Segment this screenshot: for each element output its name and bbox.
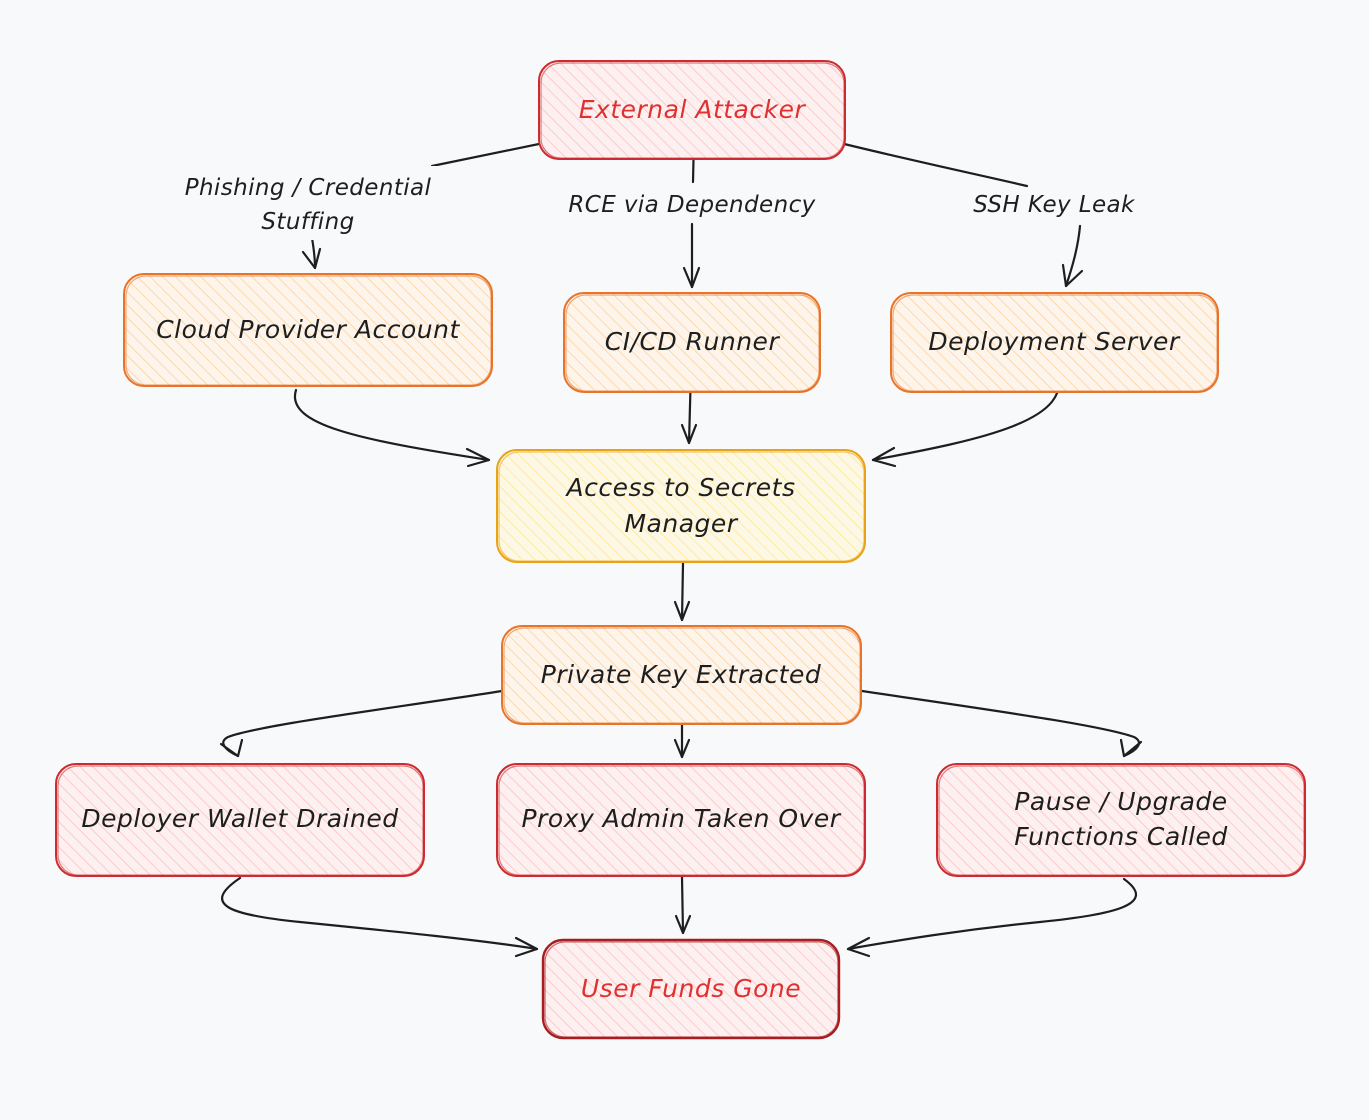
arrowhead-cicd bbox=[682, 266, 701, 289]
node-label-cloud-provider-account: Cloud Provider Account bbox=[156, 315, 460, 344]
edge-key-to-pause bbox=[860, 689, 1141, 758]
node-label-deployment-server: Deployment Server bbox=[928, 327, 1181, 356]
edge-secrets-to-key bbox=[680, 561, 685, 622]
node-label-proxy-admin: Proxy Admin Taken Over bbox=[522, 804, 842, 833]
phishing-label-bg bbox=[160, 166, 456, 240]
edge-label-rce: RCE via Dependency bbox=[568, 192, 815, 218]
edge-label-ssh: SSH Key Leak bbox=[973, 192, 1136, 218]
edge-key-to-wallet bbox=[222, 689, 504, 758]
edge-attacker-to-ssh-label bbox=[826, 138, 1029, 188]
edge-pause-to-funds bbox=[846, 877, 1138, 951]
nodes: External Attacker Cloud Provider Account… bbox=[55, 60, 1306, 1040]
node-label-external-attacker: External Attacker bbox=[579, 95, 807, 124]
arrowhead-proxy bbox=[673, 738, 691, 759]
arrowhead-secrets-right bbox=[871, 446, 897, 468]
arrowhead-wallet bbox=[219, 738, 244, 758]
node-proxy-admin-taken-over[interactable]: Proxy Admin Taken Over bbox=[496, 763, 866, 877]
node-deployment-server[interactable]: Deployment Server bbox=[890, 292, 1219, 393]
edge-label-phishing-line2: Stuffing bbox=[261, 209, 354, 235]
node-label-cicd-runner: CI/CD Runner bbox=[605, 327, 781, 356]
node-label-user-funds: User Funds Gone bbox=[581, 974, 801, 1003]
node-label-pause-line1: Pause / Upgrade bbox=[1014, 787, 1227, 816]
arrowhead-secrets-mid bbox=[680, 423, 698, 445]
node-deployer-wallet-drained[interactable]: Deployer Wallet Drained bbox=[55, 763, 425, 877]
arrowhead-funds-mid bbox=[674, 914, 692, 935]
edge-label-phishing-line1: Phishing / Credential bbox=[185, 175, 432, 201]
node-label-secrets-line2: Manager bbox=[624, 509, 738, 538]
edge-cloud-to-secrets bbox=[293, 388, 491, 462]
arrowhead-key bbox=[673, 600, 691, 622]
arrowhead-funds-right bbox=[846, 936, 871, 958]
arrowhead-secrets-left bbox=[465, 447, 491, 468]
edge-labels: Phishing / Credential Stuffing RCE via D… bbox=[160, 166, 1136, 240]
node-cloud-provider-account[interactable]: Cloud Provider Account bbox=[123, 273, 493, 387]
arrowhead-deployment bbox=[1061, 263, 1084, 288]
node-label-private-key: Private Key Extracted bbox=[541, 660, 821, 689]
arrowhead-cloud bbox=[301, 247, 322, 270]
node-label-deployer-wallet: Deployer Wallet Drained bbox=[81, 804, 398, 833]
edge-wallet-to-funds bbox=[221, 876, 539, 951]
node-user-funds-gone[interactable]: User Funds Gone bbox=[541, 938, 841, 1040]
node-private-key-extracted[interactable]: Private Key Extracted bbox=[501, 625, 862, 725]
node-external-attacker[interactable]: External Attacker bbox=[538, 60, 846, 160]
node-cicd-runner[interactable]: CI/CD Runner bbox=[563, 292, 821, 393]
arrowhead-funds-left bbox=[514, 936, 539, 958]
node-pause-upgrade[interactable]: Pause / Upgrade Functions Called bbox=[936, 763, 1306, 877]
arrowhead-pause bbox=[1119, 738, 1143, 758]
node-label-secrets-line1: Access to Secrets bbox=[565, 473, 796, 502]
edge-proxy-to-funds bbox=[680, 875, 685, 935]
edge-ssh-to-deployment bbox=[1064, 224, 1082, 288]
node-secrets-manager[interactable]: Access to Secrets Manager bbox=[496, 449, 866, 563]
node-label-pause-line2: Functions Called bbox=[1014, 822, 1228, 851]
